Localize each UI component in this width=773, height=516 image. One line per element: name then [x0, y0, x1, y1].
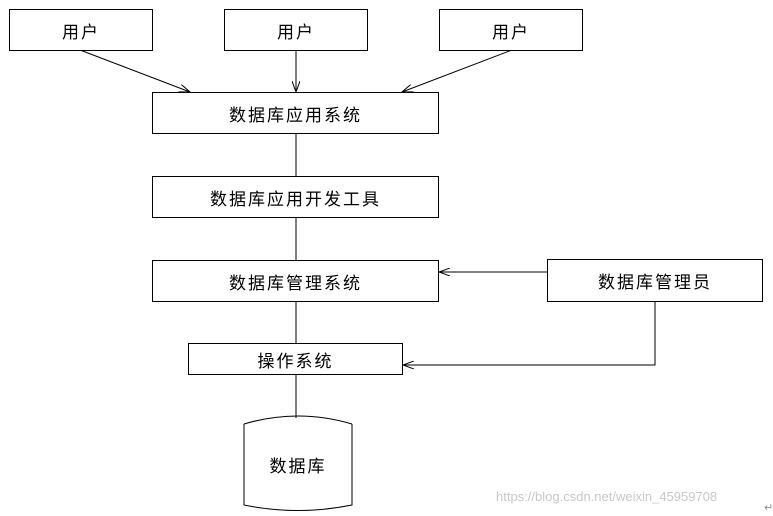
dbms-box: 数据库管理系统 — [152, 260, 439, 302]
dba-label: 数据库管理员 — [598, 273, 712, 293]
os-box: 操作系统 — [188, 343, 403, 375]
database-label: 数据库 — [269, 457, 327, 477]
user-box-3: 用户 — [439, 9, 583, 51]
dev-tools-box: 数据库应用开发工具 — [152, 176, 439, 218]
dev-tools-label: 数据库应用开发工具 — [210, 189, 381, 210]
dbms-label: 数据库管理系统 — [229, 273, 362, 294]
arrow-user3-to-app — [402, 49, 513, 92]
user-box-2: 用户 — [224, 9, 368, 51]
app-system-box: 数据库应用系统 — [152, 92, 439, 134]
os-label: 操作系统 — [257, 351, 334, 372]
database-cylinder — [243, 415, 353, 511]
dba-box: 数据库管理员 — [547, 259, 763, 302]
user-label: 用户 — [492, 22, 530, 43]
return-mark-icon: ↵ — [764, 501, 773, 514]
watermark-text: https://blog.csdn.net/weixin_45959708 — [496, 489, 718, 504]
app-system-label: 数据库应用系统 — [229, 105, 362, 126]
user-box-1: 用户 — [9, 9, 153, 51]
arrow-user1-to-app — [79, 49, 190, 92]
arrow-dba-to-os — [403, 302, 656, 365]
user-label: 用户 — [277, 22, 315, 43]
user-label: 用户 — [62, 22, 100, 43]
